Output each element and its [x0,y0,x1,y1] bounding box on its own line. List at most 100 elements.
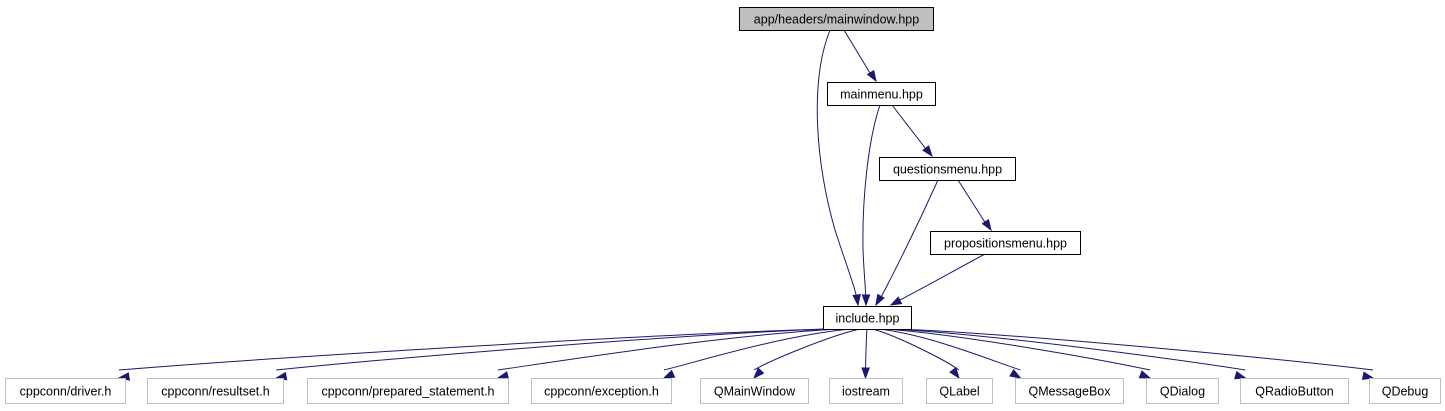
node-box[interactable] [1369,378,1441,404]
edge-include-to-qdialog [885,328,1152,379]
node-label: include.hpp [836,312,900,326]
edge-include-to-iostream [861,328,870,380]
node-propositionsmenu[interactable]: propositionsmenu.hpp [930,231,1081,255]
edge-arrowhead [861,294,871,307]
node-label: mainmenu.hpp [840,88,923,102]
edge-include-to-qmessagebox [879,328,1022,379]
edge-line [843,29,874,79]
edge-arrowhead [889,296,903,306]
edge-arrowhead [1138,370,1152,379]
edge-include-to-qlabel [872,328,960,380]
edge-line [877,179,939,304]
edge-arrowhead [875,293,885,307]
edge-line [893,253,986,304]
edge-arrowhead [1234,371,1247,380]
node-qlabel[interactable]: QLabel [926,378,993,404]
node-label: QMainWindow [714,385,796,399]
node-include[interactable]: include.hpp [823,306,912,330]
edge-arrowhead [1009,368,1022,379]
node-iostream[interactable]: iostream [829,378,903,404]
node-box[interactable] [1015,378,1124,404]
edge-mainmenu-to-questionsmenu [891,104,933,158]
edge-mainwindow-to-mainmenu [843,29,877,83]
node-box[interactable] [823,306,912,330]
edge-mainwindow-to-include [816,29,861,307]
node-qmessagebox[interactable]: QMessageBox [1015,378,1124,404]
node-box[interactable] [930,231,1081,255]
node-label: QDialog [1160,385,1205,399]
edge-include-to-exception [662,328,852,379]
node-resultset[interactable]: cppconn/resultset.h [147,378,284,404]
node-box[interactable] [1146,378,1219,404]
node-label: propositionsmenu.hpp [944,237,1067,251]
edge-line [276,328,828,371]
node-label: app/headers/mainwindow.hpp [754,13,919,27]
edge-arrowhead [861,367,870,380]
edge-line [816,29,859,305]
node-qmainwindow[interactable]: QMainWindow [700,378,809,404]
node-box[interactable] [739,7,934,31]
edge-line [879,328,1021,371]
edges-layer [117,29,1375,381]
nodes-layer: app/headers/mainwindow.hpp mainmenu.hpp qu… [5,7,1441,404]
edge-include-to-qradiobutton [892,328,1247,380]
edge-line [891,104,930,154]
node-box[interactable] [700,378,809,404]
node-mainwindow[interactable]: app/headers/mainwindow.hpp [739,7,934,31]
node-mainmenu[interactable]: mainmenu.hpp [827,82,936,106]
node-box[interactable] [879,157,1016,181]
edge-line [753,328,861,371]
edge-line [497,328,840,371]
node-label: cppconn/prepared_statement.h [321,385,494,399]
node-box[interactable] [1240,378,1349,404]
edge-line [865,328,868,371]
edge-include-to-qmainwindow [752,328,861,380]
edge-arrowhead [852,294,861,307]
edge-propositionsmenu-to-include [889,253,986,306]
node-box[interactable] [827,82,936,106]
edge-arrowhead [1361,371,1375,380]
node-label: QLabel [939,385,979,399]
edge-line [872,328,960,371]
node-qdebug[interactable]: QDebug [1369,378,1441,404]
node-label: QRadioButton [1255,385,1334,399]
node-label: questionsmenu.hpp [893,163,1002,177]
node-qradiobutton[interactable]: QRadioButton [1240,378,1349,404]
edge-arrowhead [981,218,992,232]
edge-line [892,328,1246,371]
node-label: QMessageBox [1029,385,1112,399]
edge-arrowhead [922,145,933,158]
node-box[interactable] [829,378,903,404]
node-label: QDebug [1382,385,1429,399]
node-box[interactable] [147,378,284,404]
edge-line [885,328,1151,371]
edge-line [118,328,828,371]
node-box[interactable] [5,378,126,404]
edge-line [663,328,852,371]
node-label: iostream [842,385,890,399]
edge-arrowhead [866,69,877,83]
node-exception[interactable]: cppconn/exception.h [531,378,672,404]
edge-questionsmenu-to-include [875,179,939,307]
node-driver[interactable]: cppconn/driver.h [5,378,126,404]
edge-mainmenu-to-include [861,104,881,307]
edge-arrowhead [496,371,510,380]
edge-line [957,179,989,228]
node-label: cppconn/resultset.h [161,385,269,399]
edge-arrowhead [949,367,960,380]
node-prepared_statement[interactable]: cppconn/prepared_statement.h [307,378,509,404]
node-box[interactable] [926,378,993,404]
edge-include-to-qdebug [899,328,1375,380]
node-label: cppconn/exception.h [544,385,659,399]
edge-questionsmenu-to-propositionsmenu [957,179,992,232]
node-questionsmenu[interactable]: questionsmenu.hpp [879,157,1016,181]
edge-arrowhead [662,369,676,379]
node-box[interactable] [531,378,672,404]
node-qdialog[interactable]: QDialog [1146,378,1219,404]
node-label: cppconn/driver.h [20,385,112,399]
edge-arrowhead [752,367,765,380]
edge-line [899,328,1374,371]
node-box[interactable] [307,378,509,404]
edge-line [862,104,881,305]
